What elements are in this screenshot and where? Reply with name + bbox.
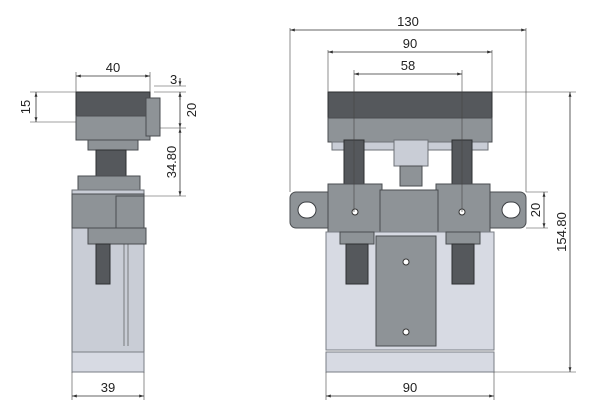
- front-guide-cap-left: [339, 231, 375, 245]
- dim-side-top-width: 40: [106, 60, 120, 75]
- front-flange-hole-right: [501, 201, 521, 219]
- front-motor-top: [327, 91, 493, 119]
- front-view: [289, 91, 527, 373]
- side-shaft: [95, 149, 127, 177]
- dim-side-right-height: 20: [184, 103, 199, 117]
- side-coupling: [87, 139, 139, 151]
- side-motor-body: [75, 115, 151, 141]
- front-coupling: [393, 139, 429, 167]
- front-view-dimensions: 130 90 58 20 154.80 90: [289, 14, 576, 400]
- dim-front-total-height: 154.80: [554, 212, 569, 252]
- front-nut-block: [379, 189, 439, 237]
- front-guide-right: [451, 243, 475, 285]
- dim-side-bottom-width: 39: [101, 380, 115, 395]
- front-collar-left: [327, 183, 383, 233]
- front-collar-right: [435, 183, 491, 233]
- dim-side-drop: 34.80: [164, 146, 179, 179]
- front-base: [325, 351, 495, 373]
- side-nut: [87, 227, 147, 245]
- front-flange-hole-left: [297, 201, 317, 219]
- dim-front-overall-width: 130: [397, 14, 419, 29]
- dim-front-flange-height: 20: [528, 203, 543, 217]
- side-carriage-block: [115, 195, 145, 229]
- side-screw: [95, 243, 111, 285]
- side-motor-top: [75, 91, 151, 117]
- dim-side-offset: 3: [170, 72, 177, 87]
- side-base: [71, 351, 145, 373]
- dim-front-motor-width: 90: [403, 36, 417, 51]
- side-collar: [77, 175, 141, 191]
- side-view: [71, 91, 161, 373]
- dim-front-screw-spacing: 58: [401, 58, 415, 73]
- front-slide: [375, 235, 437, 347]
- side-view-dimensions: 40 3 15 20 34.80 39: [18, 60, 199, 400]
- dim-front-bottom-width: 90: [403, 380, 417, 395]
- front-motor-body: [327, 117, 493, 143]
- dim-side-left-height: 15: [18, 100, 33, 114]
- front-guide-left: [345, 243, 369, 285]
- side-bracket: [145, 97, 161, 137]
- front-coupling-shaft: [399, 165, 423, 187]
- front-guide-cap-right: [445, 231, 481, 245]
